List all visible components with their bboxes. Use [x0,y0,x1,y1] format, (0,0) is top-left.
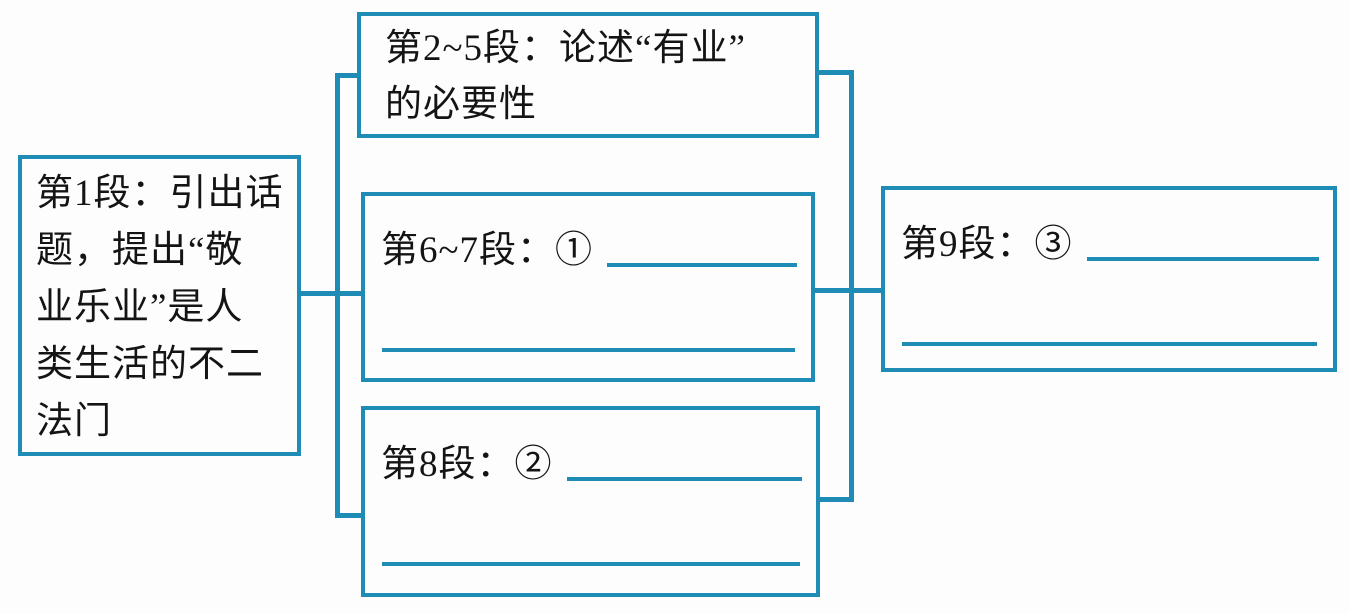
node-label: 第9段：③ [901,224,1073,265]
node-para-6-7: 第6~7段：① [361,192,815,382]
left-bracket-top-stub [335,73,361,78]
blank-line [1086,257,1319,261]
node-para-8: 第8段：② [361,406,820,597]
fill-row: 第6~7段：① [381,228,797,274]
fill-row: 第9段：③ [901,222,1319,268]
right-bracket-vertical [849,70,854,502]
blank-line [902,342,1317,346]
connector-para1-to-bracket [299,291,365,296]
blank-line [607,263,797,267]
right-bracket-top-stub [815,70,854,75]
connector-bracket-to-para9 [812,288,885,293]
fill-row: 第8段：② [381,442,802,488]
blank-line [382,348,795,352]
node-para-1: 第1段：引出话 题，提出“敬 业乐业”是人 类生活的不二 法门 [18,155,301,456]
left-bracket-bottom-stub [335,513,365,518]
blank-line [382,562,800,566]
node-para-9: 第9段：③ [881,186,1337,372]
node-label: 第6~7段：① [381,230,594,271]
blank-line [566,477,802,481]
node-para-2-5: 第2~5段：论述“有业” 的必要性 [357,12,819,138]
left-bracket-vertical [335,73,340,518]
node-label: 第8段：② [381,444,553,485]
right-bracket-bottom-stub [817,497,854,502]
